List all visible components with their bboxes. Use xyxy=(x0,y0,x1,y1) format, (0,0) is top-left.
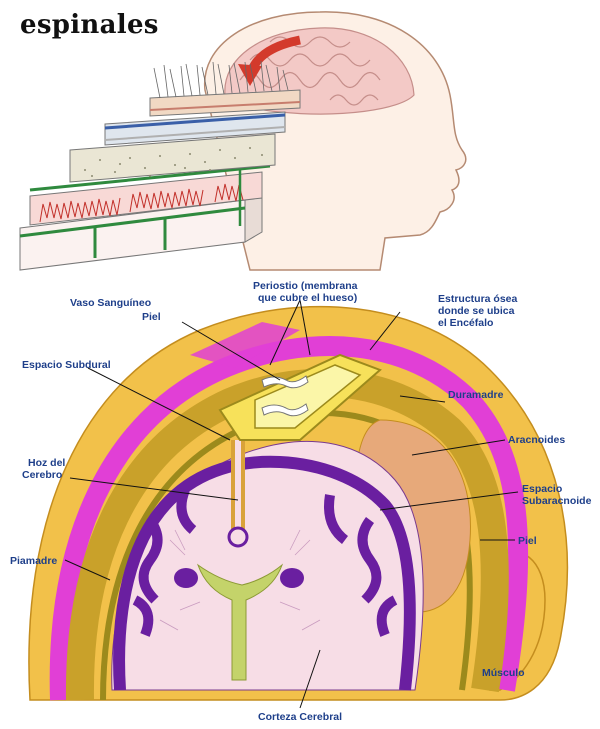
label-piel-right: Piel xyxy=(518,535,537,547)
label-subaracnoide-2: Subaracnoide xyxy=(522,495,592,507)
right-nucleus xyxy=(280,568,304,588)
head-profile-illustration xyxy=(20,12,466,270)
label-periostio-1: Periostio (membrana xyxy=(253,280,358,292)
label-corteza: Corteza Cerebral xyxy=(258,711,342,723)
label-aracnoides: Aracnoides xyxy=(508,434,565,446)
label-hoz-2: Cerebro xyxy=(22,469,62,481)
left-nucleus xyxy=(174,568,198,588)
label-estructura-3: el Encéfalo xyxy=(438,317,493,329)
label-subdural: Espacio Subdural xyxy=(22,359,111,371)
label-hoz-1: Hoz del xyxy=(28,457,65,469)
label-estructura-1: Estructura ósea xyxy=(438,293,518,305)
label-piel-top: Piel xyxy=(142,311,161,323)
label-piamadre: Piamadre xyxy=(10,555,57,567)
label-musculo: Músculo xyxy=(482,667,525,679)
label-estructura-2: donde se ubica xyxy=(438,305,515,317)
label-periostio-2: que cubre el hueso) xyxy=(258,292,357,304)
label-subaracnoide-1: Espacio xyxy=(522,483,562,495)
label-duramadre: Duramadre xyxy=(448,389,504,401)
label-vaso: Vaso Sanguíneo xyxy=(70,297,151,309)
